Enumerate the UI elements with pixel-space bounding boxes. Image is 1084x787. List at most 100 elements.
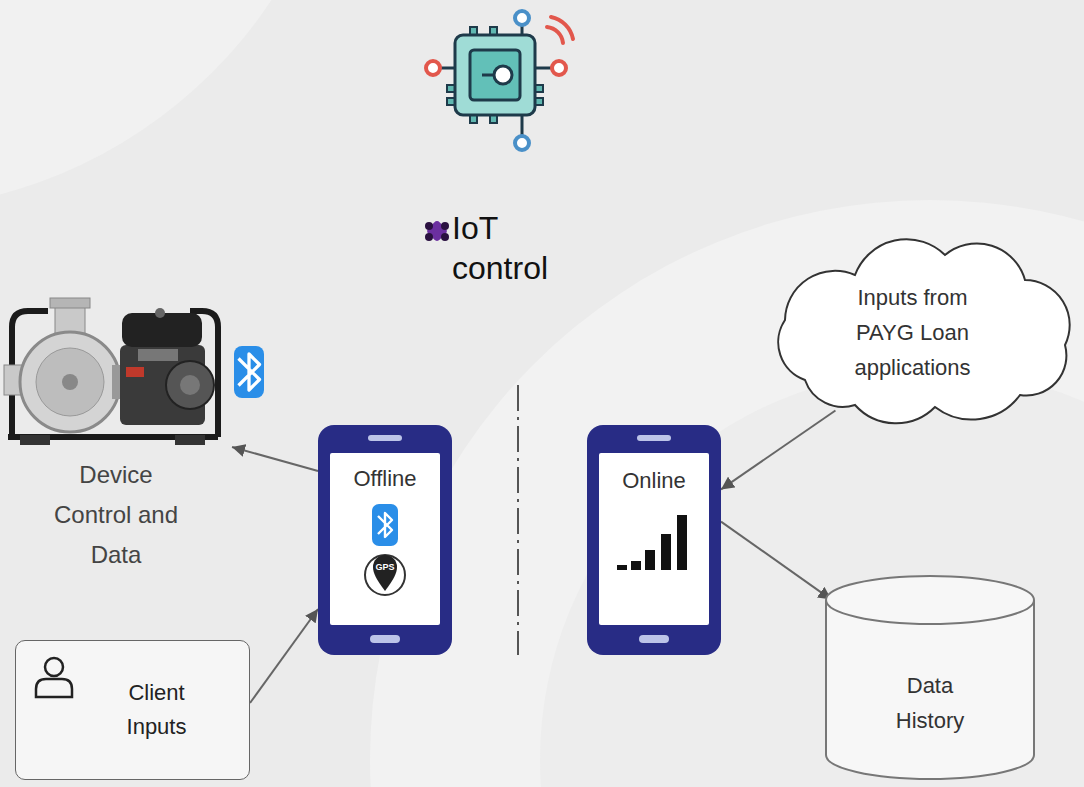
node-text: Client Inputs: [102, 676, 212, 744]
text-area: Offline: [318, 465, 452, 493]
pump-foot: [20, 435, 50, 445]
signal-bar: [661, 534, 671, 570]
bluetooth-rune: [239, 354, 260, 390]
phone-screen: [599, 453, 709, 625]
node-outline: [318, 425, 452, 655]
chip-terminal: [552, 61, 566, 75]
node-text: Data History: [880, 668, 980, 738]
cloud-outline: [778, 239, 1069, 423]
fuel-cap: [155, 308, 165, 318]
gps-pin: [373, 555, 397, 591]
text-block: Client Inputs: [102, 676, 212, 744]
text-area: Client Inputs: [94, 641, 219, 779]
node-text: Offline: [330, 465, 440, 493]
arrow-connector: [232, 447, 318, 471]
person-icon: [36, 658, 72, 697]
logo-body: [426, 220, 449, 243]
engine-switch: [126, 367, 144, 377]
water-pump-illustration: [4, 298, 218, 445]
chip-core: [470, 50, 520, 100]
node-text: Device Control and Data: [41, 455, 191, 575]
chip-wire: [482, 74, 494, 77]
bluetooth-badge: [234, 346, 264, 398]
icon-label: GPS: [370, 561, 400, 573]
phone-speaker: [637, 435, 671, 441]
iot-chip-icon: [426, 11, 573, 150]
pump-foot: [175, 435, 205, 445]
bluetooth-icon: [234, 346, 264, 398]
icon-label: GPS: [370, 561, 400, 573]
pump-frame: [8, 311, 218, 437]
wifi-arcs: [547, 17, 573, 43]
text-block: Data History: [880, 668, 980, 738]
input-box: Client Inputs: [15, 640, 250, 780]
logo-dot: [441, 233, 449, 241]
text-area: Inputs from PAYG Loan applications: [745, 235, 1080, 430]
phone-body: [587, 425, 721, 655]
phone-button: [639, 635, 669, 643]
text-block: Online: [599, 467, 709, 495]
person-head: [45, 658, 63, 676]
recoil-starter: [180, 375, 200, 395]
phone-node: Offline: [318, 425, 452, 655]
node-outline: [0, 285, 232, 585]
brand-logo: [425, 220, 449, 243]
pump-housing: [36, 348, 104, 416]
node-text: Inputs from PAYG Loan applications: [850, 280, 975, 385]
text-block: Device Control and Data: [41, 455, 191, 575]
logo-dot: [425, 222, 433, 230]
phone-body: [318, 425, 452, 655]
muffler: [138, 349, 178, 361]
device-node: Device Control and Data: [0, 285, 232, 585]
engine-block: [120, 345, 205, 425]
background-arc: [540, 370, 1084, 787]
arrow-connector: [721, 522, 831, 600]
pump-hub: [62, 374, 78, 390]
logo-dot: [441, 222, 449, 230]
chip-dot: [494, 66, 512, 84]
arrow-connector: [721, 411, 835, 490]
text-block: Inputs from PAYG Loan applications: [850, 280, 975, 385]
signal-bar: [677, 515, 687, 570]
gps-icon: [365, 555, 405, 595]
phone-speaker: [368, 435, 402, 441]
cylinder-top: [826, 576, 1034, 624]
chip-pins: [447, 27, 543, 123]
logo-dot: [425, 233, 433, 241]
bluetooth-badge: [372, 504, 398, 546]
signal-bar: [617, 565, 627, 570]
divider-line: [517, 385, 519, 655]
pump-housing: [20, 332, 120, 432]
pump-outlet: [50, 298, 90, 308]
person-body: [36, 679, 72, 697]
text-area: Online: [587, 467, 721, 495]
chip-terminal: [426, 61, 440, 75]
chip-wire: [441, 26, 551, 135]
signal-bar: [631, 561, 641, 570]
node-outline: [587, 425, 721, 655]
node-text: Online: [599, 467, 709, 495]
background-arc: [0, 0, 350, 210]
signal-bar: [645, 550, 655, 570]
heading-label: IoT control: [452, 208, 582, 288]
text-block: Offline: [330, 465, 440, 493]
phone-button: [370, 635, 400, 643]
database-cylinder: Data History: [825, 575, 1035, 780]
chip-terminal: [515, 11, 529, 25]
recoil-starter: [166, 361, 214, 409]
node-outline: [16, 641, 251, 781]
phone-node: Online: [587, 425, 721, 655]
bluetooth-icon: [372, 504, 398, 546]
arrow-connector: [250, 609, 318, 703]
bluetooth-rune: [378, 513, 392, 537]
cylinder-body: [826, 600, 1034, 779]
heading-label: IoT control: [452, 208, 582, 288]
signal-bars: [617, 515, 687, 570]
cloud-node: Inputs from PAYG Loan applications: [745, 235, 1080, 430]
background-arc: [370, 200, 1084, 787]
gps-ring: [365, 555, 405, 595]
text-area: Data History: [825, 625, 1035, 780]
chip-body: [455, 35, 535, 115]
text-area: Device Control and Data: [0, 455, 232, 575]
phone-screen: [330, 453, 440, 625]
